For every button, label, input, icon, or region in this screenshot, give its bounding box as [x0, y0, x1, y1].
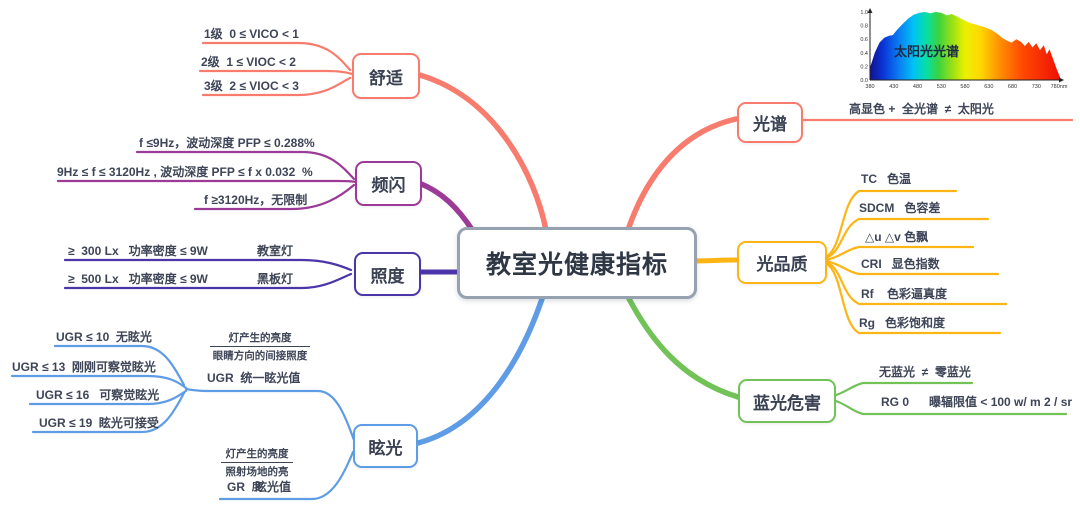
branch-curve-flicker — [416, 180, 476, 234]
comfort-child-lines — [198, 41, 354, 97]
svg-text:730: 730 — [1032, 84, 1041, 90]
svg-text:430: 430 — [889, 84, 898, 90]
svg-text:1.0: 1.0 — [860, 10, 868, 16]
glare-child-lines — [10, 344, 356, 501]
spectrum-item[interactable]: 高显色 + 全光谱 ≠ 太阳光 — [849, 102, 994, 116]
node-comfort[interactable]: 舒适 — [352, 53, 420, 99]
svg-text:0.6: 0.6 — [860, 37, 868, 43]
quality-item-5[interactable]: Rf 色彩逼真度 — [861, 287, 947, 301]
spectrum-y-ticks: 1.0 0.8 0.6 0.4 0.2 0.0 — [860, 10, 868, 84]
comfort-item-2[interactable]: 2级 1 ≤ VIOC < 2 — [201, 55, 296, 69]
flicker-child-lines — [56, 150, 358, 211]
glare-level-2[interactable]: UGR ≤ 13 刚刚可察觉眩光 — [12, 360, 156, 374]
svg-text:780nm: 780nm — [1051, 84, 1068, 90]
node-flicker[interactable]: 频闪 — [355, 161, 422, 206]
flicker-item-3[interactable]: f ≥3120Hz，无限制 — [204, 193, 308, 207]
ugr-fraction-numerator: 灯产生的亮度 — [228, 332, 292, 344]
bluelight-child-lines — [831, 381, 1068, 416]
comfort-item-3[interactable]: 3级 2 ≤ VIOC < 3 — [204, 79, 299, 93]
gr-fraction[interactable]: 灯产生的亮度 照射场地的亮度 — [221, 446, 293, 494]
comfort-item-1[interactable]: 1级 0 ≤ VICO < 1 — [204, 27, 299, 41]
solar-spectrum-chart: 1.0 0.8 0.6 0.4 0.2 0.0 380 430 480 530 … — [856, 6, 1074, 98]
central-topic[interactable]: 教室光健康指标 — [457, 227, 697, 299]
svg-text:530: 530 — [937, 84, 946, 90]
svg-text:480: 480 — [913, 84, 922, 90]
svg-text:580: 580 — [960, 84, 969, 90]
ugr-label[interactable]: UGR 统一眩光值 — [207, 371, 301, 385]
glare-level-1[interactable]: UGR ≤ 10 无眩光 — [56, 330, 152, 344]
svg-text:0.0: 0.0 — [860, 78, 868, 84]
quality-item-6[interactable]: Rg 色彩饱和度 — [859, 316, 945, 330]
svg-text:0.4: 0.4 — [860, 51, 868, 57]
illuminance-spec-1[interactable]: ≥ 300 Lx 功率密度 ≤ 9W — [68, 244, 208, 258]
quality-item-1[interactable]: TC 色温 — [861, 172, 911, 186]
node-glare[interactable]: 眩光 — [353, 424, 418, 468]
spectrum-area — [870, 12, 1060, 80]
gr-fraction-denominator: 照射场地的亮度 — [221, 462, 293, 494]
bluelight-item-2[interactable]: RG 0 曝辐限值 < 100 w/ m 2 / sr — [881, 395, 1073, 409]
quality-item-4[interactable]: CRI 显色指数 — [861, 257, 940, 271]
ugr-fraction[interactable]: 灯产生的亮度 眼睛方向的间接照度 — [210, 330, 310, 363]
svg-text:0.2: 0.2 — [860, 64, 868, 70]
node-spectrum[interactable]: 光谱 — [737, 102, 803, 143]
branch-curve-spectrum — [625, 116, 739, 233]
svg-text:680: 680 — [1008, 84, 1017, 90]
ugr-fraction-denominator: 眼睛方向的间接照度 — [210, 346, 310, 363]
branch-curve-comfort — [413, 71, 549, 233]
illuminance-child-lines — [63, 258, 353, 290]
illuminance-lamp-1[interactable]: 教室灯 — [257, 244, 294, 258]
quality-item-3[interactable]: △u △v 色飘 — [865, 230, 929, 244]
spectrum-chart-title: 太阳光光谱 — [893, 44, 959, 59]
svg-text:380: 380 — [865, 84, 874, 90]
illuminance-spec-2[interactable]: ≥ 500 Lx 功率密度 ≤ 9W — [68, 272, 208, 286]
quality-item-2[interactable]: SDCM 色容差 — [859, 201, 941, 215]
bluelight-item-1[interactable]: 无蓝光 ≠ 零蓝光 — [879, 365, 971, 379]
branch-curve-glare — [411, 290, 547, 447]
node-illuminance[interactable]: 照度 — [354, 252, 421, 296]
spectrum-axes — [869, 11, 1061, 81]
svg-text:0.8: 0.8 — [860, 24, 868, 30]
svg-text:630: 630 — [984, 84, 993, 90]
gr-label[interactable]: GR 眩光值 — [227, 480, 292, 494]
node-quality[interactable]: 光品质 — [737, 241, 827, 284]
glare-level-3[interactable]: UGR ≤ 16 可察觉眩光 — [36, 388, 160, 402]
quality-child-lines — [824, 189, 1008, 335]
branch-curve-quality — [688, 257, 739, 264]
illuminance-lamp-2[interactable]: 黑板灯 — [257, 272, 294, 286]
flicker-item-2[interactable]: 9Hz ≤ f ≤ 3120Hz , 波动深度 PFP ≤ f x 0.032 … — [57, 165, 313, 179]
flicker-item-1[interactable]: f ≤9Hz，波动深度 PFP ≤ 0.288% — [139, 136, 315, 150]
glare-level-4[interactable]: UGR ≤ 19 眩光可接受 — [39, 416, 159, 430]
spectrum-x-ticks: 380 430 480 530 580 630 680 730 780nm — [865, 84, 1067, 90]
branch-curve-bluelight — [623, 290, 741, 400]
node-bluelight[interactable]: 蓝光危害 — [738, 379, 836, 423]
gr-fraction-numerator: 灯产生的亮度 — [225, 448, 289, 460]
